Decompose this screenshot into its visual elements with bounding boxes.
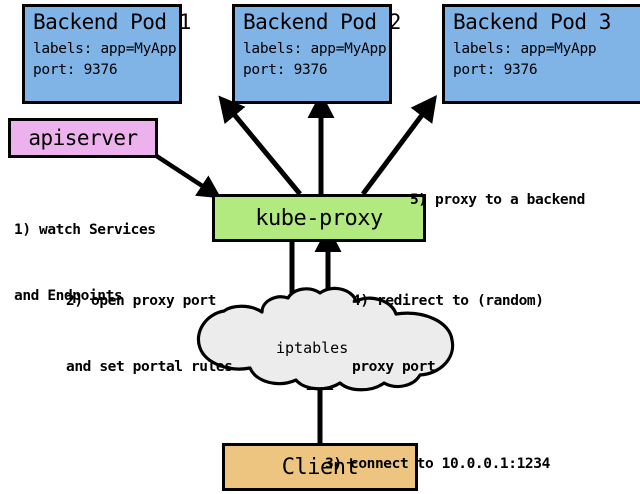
backend-pod-2-title: Backend Pod 2 [243,10,401,34]
backend-pod-3-port: port: 9376 [453,62,538,78]
arrow-kubeproxy-to-pod-3 [360,94,437,196]
step-3-label: 3) connect to 10.0.0.1:1234 [325,409,550,494]
backend-pod-3-labels: labels: app=MyApp [453,41,597,57]
arrow-kubeproxy-to-pod-1 [218,95,302,196]
step-4-line-1: 4) redirect to (random) [352,293,544,309]
apiserver-box: apiserver [8,118,158,158]
backend-pod-1-labels: labels: app=MyApp [33,41,177,57]
step-1-label: 1) watch Services and Endpoints [14,175,156,351]
step-4-line-2: proxy port [352,359,436,375]
step-1-line-2: and Endpoints [14,288,123,304]
step-5-line-1: 5) proxy to a backend [410,192,585,208]
kube-proxy-label: kube-proxy [255,205,383,231]
step-4-label: 4) redirect to (random) proxy port [352,246,544,422]
backend-pod-3-box: Backend Pod 3 labels: app=MyApp port: 93… [442,4,640,104]
arrow-apiserver-to-kubeproxy [153,153,222,199]
apiserver-label: apiserver [28,126,138,150]
step-2-label: 2) open proxy port and set portal rules [66,246,233,422]
backend-pod-1-port: port: 9376 [33,62,118,78]
step-2-line-2: and set portal rules [66,359,233,375]
backend-pod-3-title: Backend Pod 3 [453,10,611,34]
backend-pod-1-box: Backend Pod 1 labels: app=MyApp port: 93… [22,4,191,104]
backend-pod-2-port: port: 9376 [243,62,328,78]
iptables-cloud [196,286,455,392]
step-5-label: 5) proxy to a backend [410,145,585,255]
iptables-label: iptables [276,339,349,357]
backend-pod-2-box: Backend Pod 2 labels: app=MyApp port: 93… [232,4,401,104]
kube-proxy-box: kube-proxy [212,194,426,242]
client-box: Client [222,443,418,491]
step-2-line-1: 2) open proxy port [66,293,216,309]
step-1-line-1: 1) watch Services [14,222,156,238]
backend-pod-2-labels: labels: app=MyApp [243,41,387,57]
backend-pod-1-title: Backend Pod 1 [33,10,191,34]
client-label: Client [281,454,359,480]
step-3-line-1: 3) connect to 10.0.0.1:1234 [325,456,550,472]
